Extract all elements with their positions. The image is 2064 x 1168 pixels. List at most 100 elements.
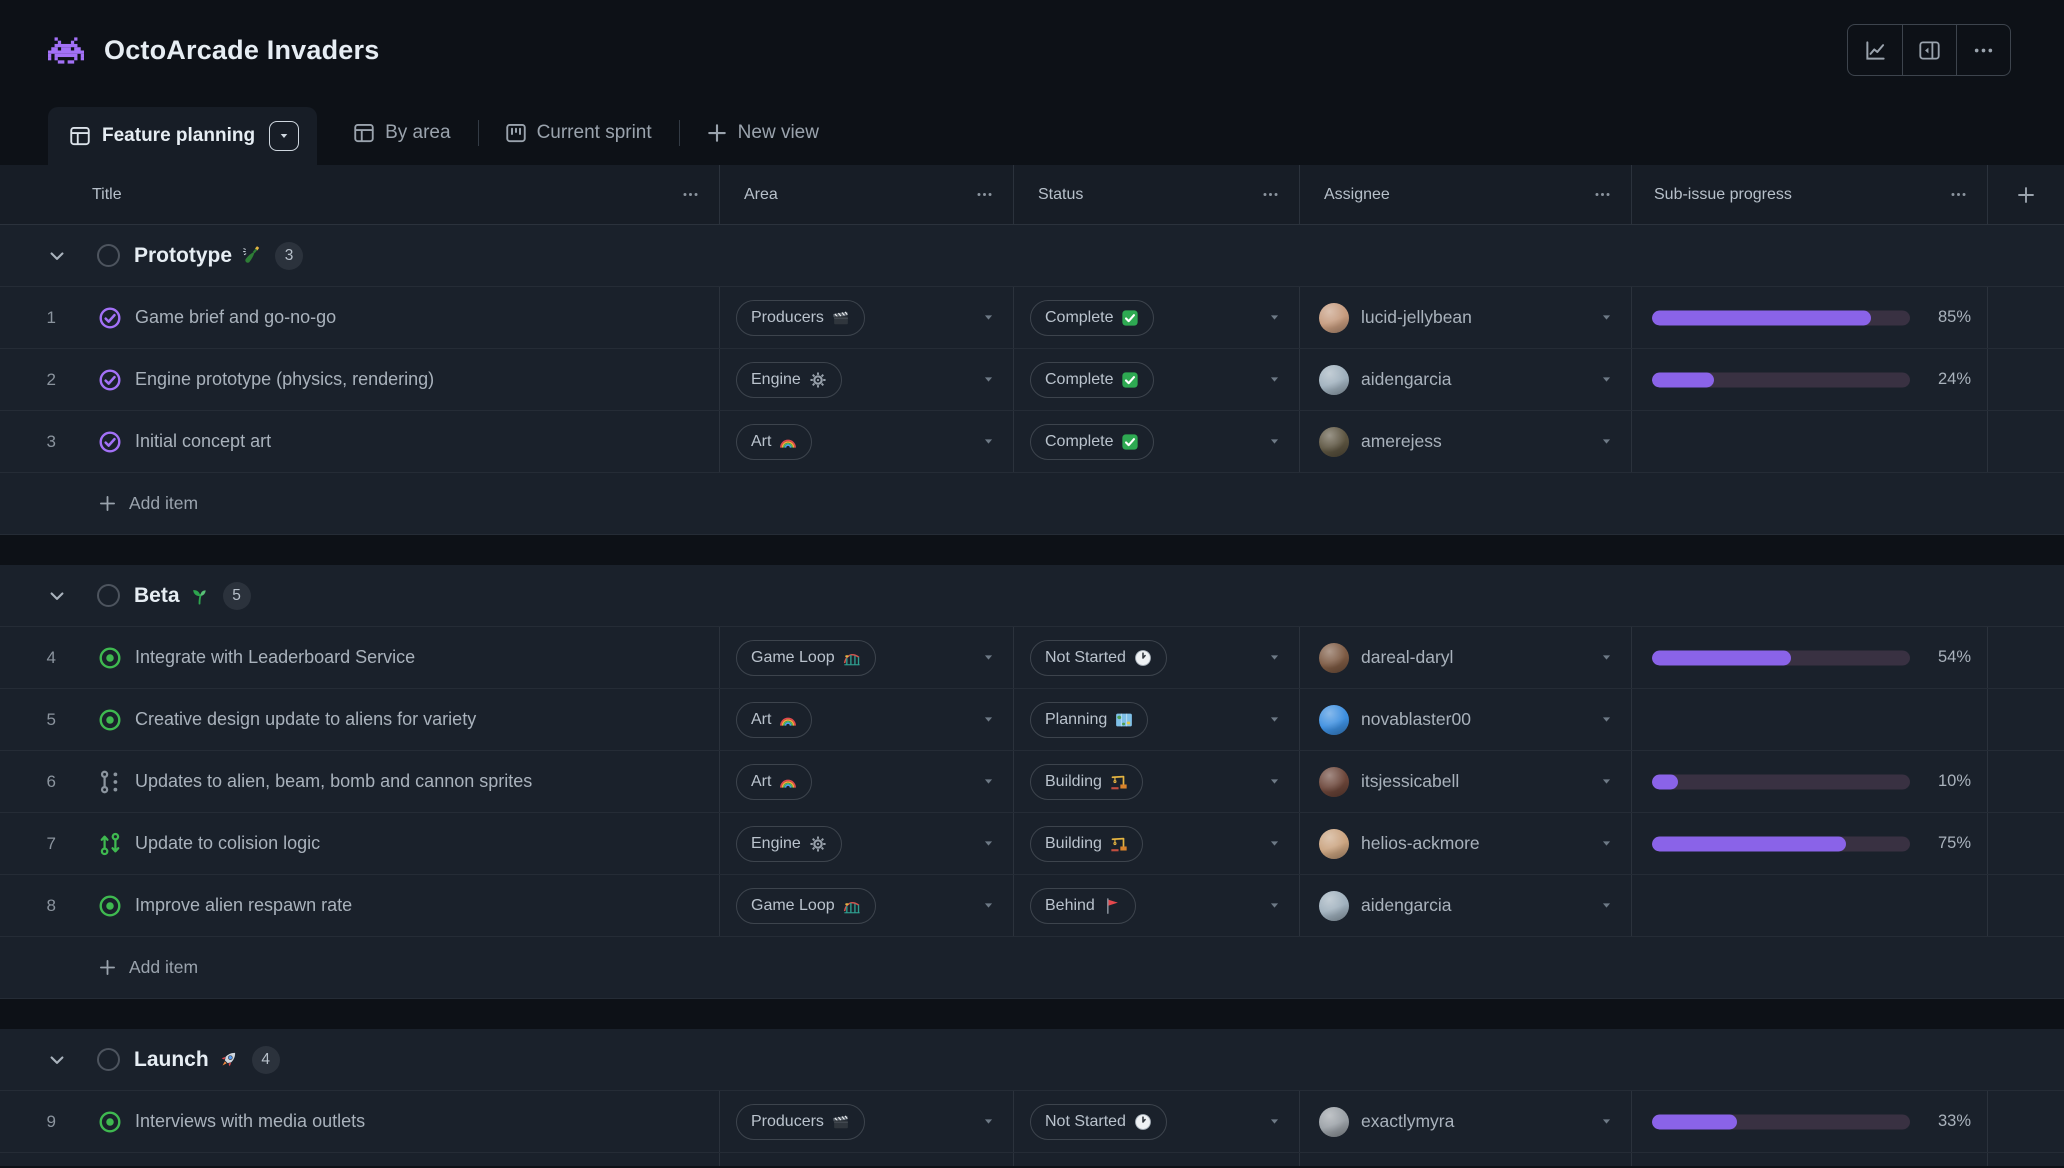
issue-title[interactable]: Update to colision logic — [135, 833, 321, 853]
caret-down-icon — [982, 311, 995, 324]
area-pill[interactable]: Art — [736, 423, 813, 460]
area-cell[interactable]: Engine — [720, 813, 1014, 874]
new-view-label: New view — [737, 121, 819, 143]
column-header-area[interactable]: Area — [720, 165, 1014, 224]
tab-feature-planning[interactable]: Feature planning — [48, 107, 318, 165]
area-pill[interactable]: Art — [736, 763, 813, 800]
status-cell[interactable]: Building — [1014, 813, 1300, 874]
avatar — [1319, 642, 1349, 673]
status-cell[interactable]: Complete — [1014, 287, 1300, 348]
column-menu-icon[interactable] — [682, 186, 699, 203]
area-label: Game Loop — [751, 648, 835, 666]
area-pill[interactable]: Engine — [736, 361, 842, 398]
issue-title[interactable]: Updates to alien, beam, bomb and cannon … — [135, 771, 533, 791]
table-row: 9 Interviews with media outlets Producer… — [0, 1091, 2064, 1153]
area-cell[interactable]: Game Loop — [720, 875, 1014, 936]
area-cell — [720, 1153, 1014, 1166]
status-cell[interactable]: Not Started — [1014, 1091, 1300, 1152]
area-cell[interactable]: Art — [720, 689, 1014, 750]
area-pill[interactable]: Art — [736, 701, 813, 738]
progress-bar — [1652, 1114, 1910, 1129]
column-menu-icon[interactable] — [1262, 186, 1279, 203]
assignee-cell[interactable]: aidengarcia — [1300, 349, 1632, 410]
assignee-cell[interactable]: lucid-jellybean — [1300, 287, 1632, 348]
row-gutter — [1988, 627, 2064, 688]
assignee-cell[interactable]: helios-ackmore — [1300, 813, 1632, 874]
view-options-button[interactable] — [269, 121, 300, 151]
column-header-status[interactable]: Status — [1014, 165, 1300, 224]
area-pill[interactable]: Game Loop — [736, 887, 876, 924]
roller-coaster-icon — [843, 649, 861, 667]
status-cell[interactable]: Complete — [1014, 349, 1300, 410]
area-pill[interactable]: Engine — [736, 825, 842, 862]
progress-cell: 33% — [1632, 1091, 1988, 1152]
caret-down-icon — [1600, 837, 1613, 850]
chevron-down-icon[interactable] — [48, 247, 66, 265]
avatar — [1319, 1106, 1349, 1137]
column-menu-icon[interactable] — [976, 186, 993, 203]
add-item-button[interactable]: Add item — [0, 473, 2064, 535]
assignee-cell[interactable]: aidengarcia — [1300, 875, 1632, 936]
area-cell[interactable]: Producers — [720, 287, 1014, 348]
area-pill[interactable]: Producers — [736, 1103, 865, 1140]
clock-icon — [1134, 1113, 1152, 1131]
avatar — [1319, 704, 1349, 735]
status-pill[interactable]: Not Started — [1030, 1103, 1167, 1140]
caret-down-icon — [982, 373, 995, 386]
status-cell[interactable]: Planning — [1014, 689, 1300, 750]
status-pill[interactable]: Complete — [1030, 299, 1155, 336]
chevron-down-icon[interactable] — [48, 1051, 66, 1069]
column-header-title[interactable]: Title — [0, 165, 720, 224]
chevron-down-icon[interactable] — [48, 587, 66, 605]
assignee-cell[interactable]: itsjessicabell — [1300, 751, 1632, 812]
column-header-progress[interactable]: Sub-issue progress — [1632, 165, 1988, 224]
area-cell[interactable]: Art — [720, 411, 1014, 472]
status-pill[interactable]: Planning — [1030, 701, 1149, 738]
column-menu-icon[interactable] — [1594, 186, 1611, 203]
insights-button[interactable] — [1848, 25, 1902, 75]
issue-title[interactable]: Engine prototype (physics, rendering) — [135, 369, 435, 389]
caret-down-icon — [982, 713, 995, 726]
issue-title[interactable]: Integrate with Leaderboard Service — [135, 647, 416, 667]
add-column-button[interactable] — [1988, 165, 2064, 224]
status-cell[interactable]: Not Started — [1014, 627, 1300, 688]
new-view-button[interactable]: New view — [707, 122, 819, 144]
status-cell[interactable]: Building — [1014, 751, 1300, 812]
area-cell[interactable]: Engine — [720, 349, 1014, 410]
assignee-cell[interactable]: exactlymyra — [1300, 1091, 1632, 1152]
status-cell[interactable]: Complete — [1014, 411, 1300, 472]
issue-title[interactable]: Initial concept art — [135, 431, 272, 451]
area-cell[interactable]: Art — [720, 751, 1014, 812]
status-pill[interactable]: Not Started — [1030, 639, 1167, 676]
column-header-assignee[interactable]: Assignee — [1300, 165, 1632, 224]
assignee-cell[interactable]: dareal-daryl — [1300, 627, 1632, 688]
status-pill[interactable]: Complete — [1030, 423, 1155, 460]
issue-title[interactable]: Improve alien respawn rate — [135, 895, 353, 915]
issue-title[interactable]: Creative design update to aliens for var… — [135, 709, 477, 729]
add-item-button[interactable]: Add item — [0, 937, 2064, 999]
area-cell[interactable]: Producers — [720, 1091, 1014, 1152]
area-label: Art — [751, 710, 772, 728]
status-pill[interactable]: Behind — [1030, 887, 1136, 924]
side-panel-button[interactable] — [1902, 25, 1956, 75]
issue-open-icon — [98, 1110, 122, 1134]
area-pill[interactable]: Game Loop — [736, 639, 876, 676]
progress-percent: 75% — [1937, 834, 1971, 852]
assignee-cell[interactable]: amerejess — [1300, 411, 1632, 472]
area-pill[interactable]: Producers — [736, 299, 865, 336]
issue-title[interactable]: Game brief and go-no-go — [135, 307, 337, 327]
assignee-cell[interactable]: novablaster00 — [1300, 689, 1632, 750]
status-pill[interactable]: Complete — [1030, 361, 1155, 398]
column-menu-icon[interactable] — [1950, 186, 1967, 203]
tab-current-sprint[interactable]: Current sprint — [505, 122, 652, 144]
status-cell[interactable]: Behind — [1014, 875, 1300, 936]
area-cell[interactable]: Game Loop — [720, 627, 1014, 688]
status-pill[interactable]: Building — [1030, 825, 1143, 862]
issue-title[interactable]: Interviews with media outlets — [135, 1111, 366, 1131]
tab-by-area[interactable]: By area — [354, 122, 451, 144]
table-icon — [354, 123, 374, 143]
avatar — [1319, 890, 1349, 921]
project-menu-button[interactable] — [1956, 25, 2010, 75]
table-row: 6 Updates to alien, beam, bomb and canno… — [0, 751, 2064, 813]
status-pill[interactable]: Building — [1030, 763, 1143, 800]
